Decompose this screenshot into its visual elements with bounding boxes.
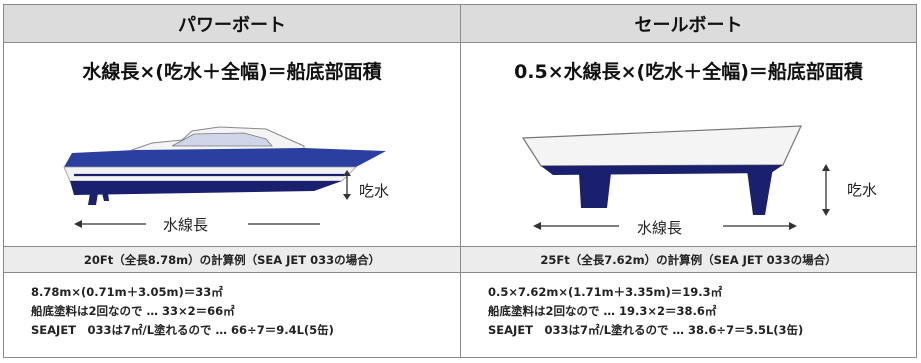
sail-waterline-arrow [533,222,797,230]
power-boat-formula: 水線長×(吃水＋全幅)＝船底部面積 [82,61,382,83]
power-boat-figure: 水線長×(吃水＋全幅)＝船底部面積 [4,43,460,247]
power-draft-arrow [343,170,351,200]
sail-boat-header: セールボート [461,5,916,43]
power-calc-line: 船底塗料は2回なので … 33×2＝66㎡ [31,304,235,318]
power-example-title: 20Ft（全長8.78m）の計算例（SEA JET 033の場合） [4,247,460,273]
power-boat-header: パワーボート [4,5,460,43]
power-boat-illustration [63,126,386,228]
sail-waterline-label: 水線長 [637,219,683,237]
sail-boat-illustration [521,125,830,230]
power-calc-line: 8.78m×(0.71m＋3.05m)＝33㎡ [31,285,223,299]
sail-draft-label: 吃水 [847,181,878,199]
sail-calculation: 0.5×7.62m×(1.71m＋3.35m)＝19.3㎡ 船底塗料は2回なので… [461,273,916,340]
sail-calc-line: 0.5×7.62m×(1.71m＋3.35m)＝19.3㎡ [488,285,723,299]
power-calc-line: SEAJET 033は7㎡/L塗れるので … 66÷7＝9.4L(5缶) [31,323,334,337]
power-draft-label: 吃水 [359,182,390,200]
power-calculation: 8.78m×(0.71m＋3.05m)＝33㎡ 船底塗料は2回なので … 33×… [4,273,460,340]
power-waterline-label: 水線長 [163,216,209,234]
comparison-table: パワーボート 水線長×(吃水＋全幅)＝船底部面積 [3,4,917,358]
sail-calc-line: SEAJET 033は7㎡/L塗れるので … 38.6÷7＝5.5L(3缶) [488,323,804,337]
sail-boat-formula: 0.5×水線長×(吃水＋全幅)＝船底部面積 [514,61,863,83]
sail-boat-column: セールボート 0.5×水線長×(吃水＋全幅)＝船底部面積 [461,5,916,357]
power-waterline-arrow [74,220,320,228]
sail-example-title: 25Ft（全長7.62m）の計算例（SEA JET 033の場合） [461,247,916,273]
sail-calc-line: 船底塗料は2回なので … 19.3×2＝38.6㎡ [488,304,717,318]
sail-draft-arrow [822,164,830,216]
power-boat-column: パワーボート 水線長×(吃水＋全幅)＝船底部面積 [4,5,461,357]
sail-boat-figure: 0.5×水線長×(吃水＋全幅)＝船底部面積 [461,43,916,247]
